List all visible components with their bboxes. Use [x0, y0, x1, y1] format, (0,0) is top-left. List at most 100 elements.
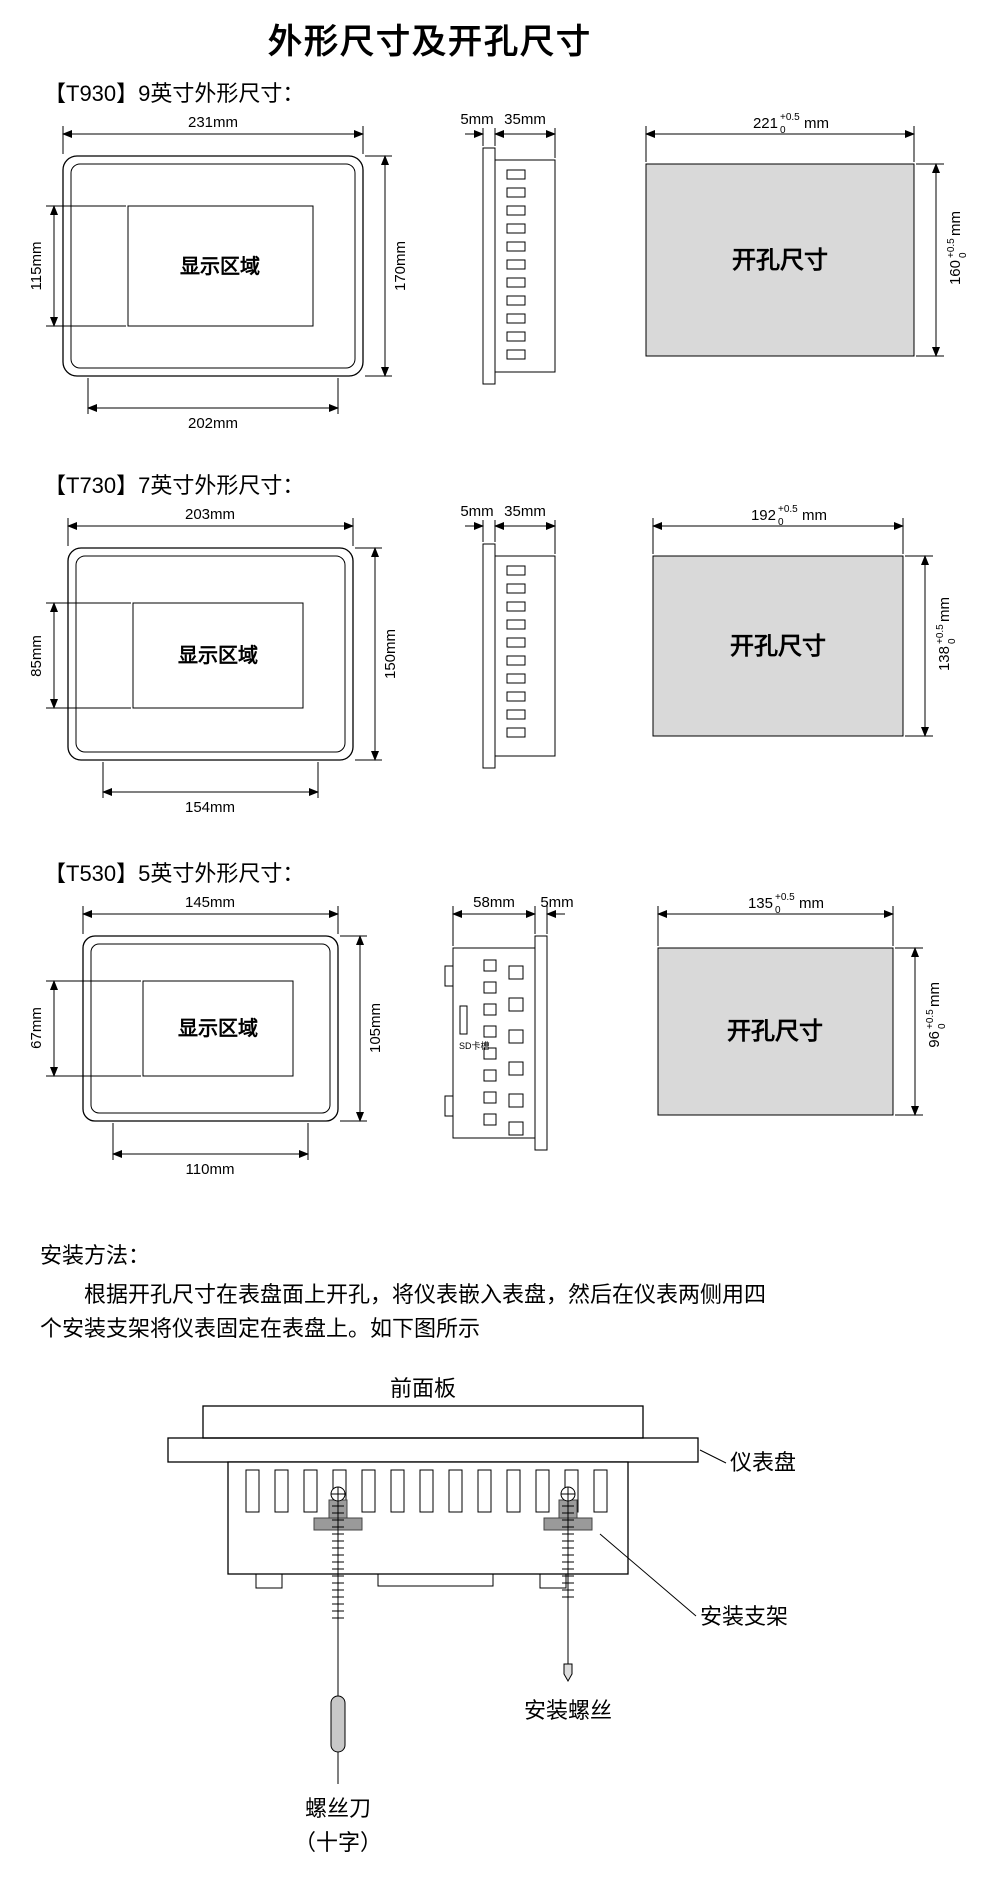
t530-sd-slot	[459, 1005, 468, 1035]
t930-dim-left: 115mm	[28, 205, 126, 327]
t730-dim-bottom-label: 154mm	[185, 799, 235, 816]
t730-cutout-h-sup: +0.5	[935, 624, 946, 644]
t930-side-bezel	[482, 147, 496, 385]
t730-figure: 显示区域 203mm 154mm 85mm 150mm	[28, 503, 958, 816]
t530-side-view: SD卡槽 58mm 5mm	[444, 894, 574, 1151]
t530-dim-bottom-label: 110mm	[186, 1161, 235, 1178]
t930-cutout-h-sub: 0	[958, 252, 969, 258]
t930-cutout-dim-height: 160 +0.5 0 mm	[916, 163, 969, 357]
mounting-screw-label: 安装螺丝	[524, 1698, 612, 1723]
t530-cutout-w-sup: +0.5	[775, 892, 795, 903]
t530-cutout-dim-height: 96 +0.5 0 mm	[895, 947, 948, 1116]
t530-dim-bottom: 110mm	[112, 1123, 309, 1178]
t730-side-dims: 5mm 35mm	[460, 503, 556, 554]
t930-outer-case	[62, 155, 364, 377]
t730-cutout-label: 开孔尺寸	[730, 633, 826, 660]
t730-dim-right: 150mm	[355, 547, 399, 761]
t730-cutout-w-unit: mm	[802, 507, 827, 524]
t530-cutout-area	[657, 947, 894, 1116]
page-title: 外形尺寸及开孔尺寸	[268, 23, 592, 61]
t930-cutout-h: 160	[947, 260, 964, 285]
t730-cutout-w-sup: +0.5	[778, 504, 798, 515]
instrument-panel-hatch	[167, 1437, 699, 1463]
t730-dim-left: 85mm	[28, 602, 131, 709]
t930-dim-left-label: 115mm	[28, 242, 45, 291]
t930-side-view: 5mm 35mm	[460, 111, 556, 385]
t730-side-view: 5mm 35mm	[460, 503, 556, 769]
t530-side-hook-bottom	[444, 1095, 454, 1117]
t730-cutout-area	[652, 555, 904, 737]
t730-side-dim-b: 35mm	[504, 503, 546, 520]
t930-dim-right: 170mm	[365, 155, 409, 377]
t530-cutout-h-sup: +0.5	[925, 1009, 936, 1029]
t530-outer-case	[82, 935, 339, 1122]
t930-dim-bottom-label: 202mm	[188, 415, 238, 432]
front-panel	[202, 1405, 644, 1439]
t930-cutout-w-unit: mm	[804, 115, 829, 132]
t530-display-area	[142, 980, 294, 1077]
t530-side-connectors	[483, 959, 524, 1136]
t930-dim-right-label: 170mm	[392, 241, 409, 291]
section-heading-t730: 【T730】7英寸外形尺寸：	[44, 473, 305, 498]
t930-cutout-view: 开孔尺寸 221 +0.5 0 mm 160 +0.5 0 mm	[645, 112, 969, 357]
t530-cutout-h-unit: mm	[926, 982, 943, 1007]
install-section: 安装方法： 根据开孔尺寸在表盘面上开孔，将仪表嵌入表盘，然后在仪表两侧用四个安装…	[40, 1238, 780, 1346]
screwdriver-label-line1: 螺丝刀	[305, 1796, 371, 1821]
mounting-screw-right	[560, 1486, 576, 1683]
t930-side-dims: 5mm 35mm	[460, 111, 556, 158]
mounting-bracket-label: 安装支架	[700, 1604, 788, 1629]
t730-side-bezel	[482, 543, 496, 769]
t530-dim-top: 145mm	[82, 894, 339, 934]
t930-inner-frame	[70, 163, 356, 369]
t530-side-dim-a: 58mm	[473, 894, 515, 911]
t930-side-dim-b: 35mm	[504, 111, 546, 128]
screwdriver	[330, 1695, 346, 1784]
t730-inner-frame	[75, 555, 346, 753]
t530-dim-left-label: 67mm	[28, 1007, 45, 1049]
t530-side-hook-top	[444, 965, 454, 987]
section-heading-t530: 【T530】5英寸外形尺寸：	[44, 861, 305, 886]
t930-cutout-h-unit: mm	[947, 211, 964, 236]
t730-side-body	[494, 555, 556, 757]
t530-cutout-view: 开孔尺寸 135 +0.5 0 mm 96 +0.5 0 mm	[657, 892, 948, 1116]
t930-dim-bottom: 202mm	[87, 378, 339, 432]
t530-cutout-w: 135	[748, 895, 773, 912]
front-panel-label: 前面板	[390, 1376, 456, 1401]
t930-figure: 显示区域 231mm 202mm 115mm 170mm	[28, 111, 969, 432]
mounting-screw-left	[330, 1486, 346, 1696]
t730-outer-case	[67, 547, 354, 761]
t530-side-dim-b: 5mm	[540, 894, 573, 911]
t530-dim-top-label: 145mm	[185, 894, 235, 911]
bracket-leader	[599, 1533, 697, 1617]
t530-side-dims: 58mm 5mm	[452, 894, 574, 946]
t730-display-area	[132, 602, 304, 709]
meter-body-bottom-tabs	[255, 1573, 567, 1589]
t530-display-label: 显示区域	[178, 1016, 258, 1040]
t730-cutout-h-sub: 0	[947, 638, 958, 644]
t930-cutout-w-sub: 0	[780, 125, 786, 136]
instrument-panel-label: 仪表盘	[730, 1450, 796, 1475]
t930-side-dim-a: 5mm	[460, 111, 493, 128]
t730-cutout-w-sub: 0	[778, 517, 784, 528]
t730-side-dim-a: 5mm	[460, 503, 493, 520]
t930-dim-top: 231mm	[62, 114, 364, 154]
t530-front-view: 显示区域 145mm 110mm 67mm 105mm	[28, 894, 384, 1178]
t930-cutout-area	[645, 163, 915, 357]
t730-cutout-w: 192	[751, 507, 776, 524]
t730-dim-left-label: 85mm	[28, 635, 45, 677]
t730-cutout-dim-height: 138 +0.5 0 mm	[905, 555, 958, 737]
t730-cutout-view: 开孔尺寸 192 +0.5 0 mm 138 +0.5 0 mm	[652, 504, 958, 737]
instrument-panel-leader	[699, 1449, 727, 1464]
t530-cutout-h-sub: 0	[937, 1023, 948, 1029]
t530-side-bezel	[534, 935, 548, 1151]
t530-figure: 显示区域 145mm 110mm 67mm 105mm	[28, 892, 948, 1178]
t730-dim-right-label: 150mm	[382, 629, 399, 679]
install-figure: 前面板 仪表盘	[167, 1376, 796, 1855]
t530-cutout-w-sub: 0	[775, 905, 781, 916]
t530-cutout-label: 开孔尺寸	[727, 1018, 823, 1045]
t530-sd-label: SD卡槽	[459, 1040, 490, 1051]
t530-inner-frame	[90, 943, 331, 1114]
t530-dim-left: 67mm	[28, 980, 141, 1077]
t530-dim-right: 105mm	[340, 935, 384, 1122]
t530-cutout-dim-width: 135 +0.5 0 mm	[657, 892, 894, 946]
